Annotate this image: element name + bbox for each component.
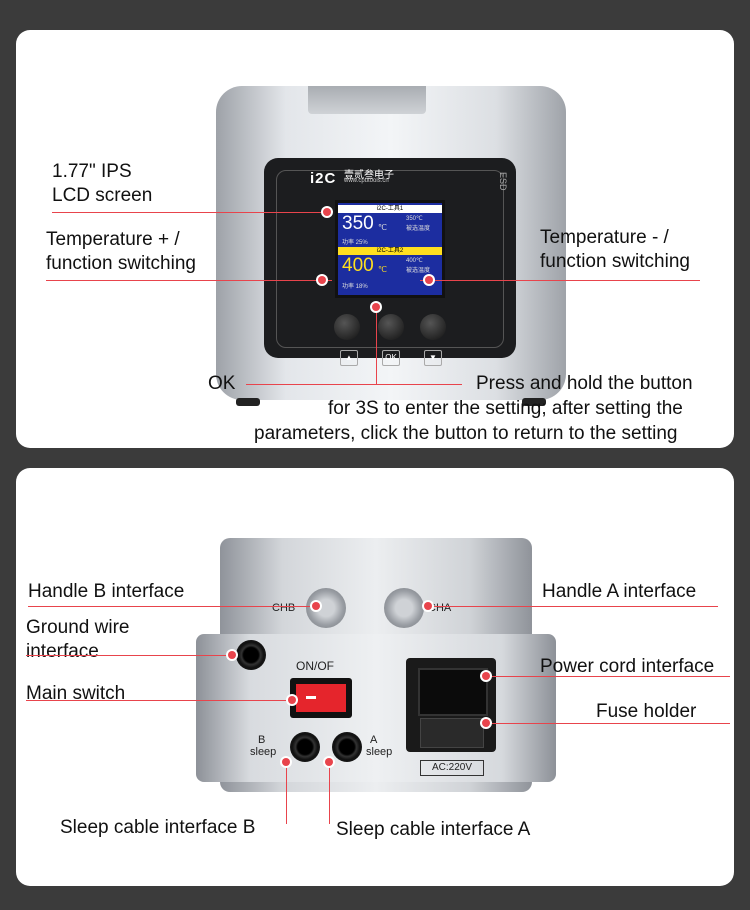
temperature-plus-button[interactable] — [334, 314, 360, 340]
iec-inlet — [418, 668, 488, 716]
handle-a-connector[interactable] — [384, 588, 424, 628]
label-ok: OK — [208, 373, 236, 394]
label-temp-minus-line2: function switching — [540, 251, 690, 272]
marker-temp-minus — [425, 276, 433, 284]
lcd-ch1-unit: ℃ — [378, 223, 387, 232]
label-sleep-a: Sleep cable interface A — [336, 819, 531, 840]
label-press-line3: parameters, click the button to return t… — [254, 423, 678, 444]
leader-sleep-b — [286, 764, 287, 824]
temperature-minus-button[interactable] — [420, 314, 446, 340]
brand-chinese: 壹贰叁电子 — [344, 170, 394, 181]
leader-sleep-a — [329, 764, 330, 824]
label-lcd-line1: 1.77" IPS — [52, 161, 132, 182]
leader-power-cord — [486, 676, 730, 677]
rear-panel: CHB CHA ON/OF B sleep A sleep AC:220V Ha… — [16, 468, 734, 886]
leader-ok-vertical — [376, 310, 377, 384]
up-key-icon: ▲ — [340, 350, 358, 366]
label-ground-line1: Ground wire — [26, 617, 130, 638]
marker-main-switch — [288, 696, 296, 704]
marker-lcd — [323, 208, 331, 216]
leader-ground — [26, 655, 236, 656]
label-power-cord: Power cord interface — [540, 656, 715, 677]
marker-handle-b — [312, 602, 320, 610]
label-temp-plus-line1: Temperature + / — [46, 229, 180, 250]
marker-sleep-a — [325, 758, 333, 766]
leader-handle-a — [428, 606, 718, 607]
lcd-ch1-power: 功率 25% — [342, 240, 368, 246]
lcd-ch2-status: 被选温度 — [406, 268, 431, 274]
brand-logo: i2C — [310, 170, 337, 187]
lcd-ch1-set: 350℃ — [406, 216, 423, 222]
lcd-ch2-unit: ℃ — [378, 265, 387, 274]
switch-rocker — [296, 684, 346, 712]
sleep-b-jack[interactable] — [290, 732, 320, 762]
a-sleep-line1: A — [370, 734, 378, 746]
control-face: i2C 壹贰叁电子 www.cputools.cn ESD i2C-工具1 35… — [264, 158, 516, 366]
front-panel: i2C 壹贰叁电子 www.cputools.cn ESD i2C-工具1 35… — [16, 30, 734, 448]
marker-temp-plus — [318, 276, 326, 284]
power-socket[interactable] — [406, 658, 496, 752]
sleep-a-jack[interactable] — [332, 732, 362, 762]
leader-temp-minus — [420, 280, 700, 281]
lcd-ch1-title: i2C-工具1 — [338, 205, 442, 213]
label-ground-line2: interface — [26, 641, 99, 662]
soldering-station-rear: CHB CHA ON/OF B sleep A sleep AC:220V — [196, 538, 556, 796]
soldering-station-front: i2C 壹贰叁电子 www.cputools.cn ESD i2C-工具1 35… — [216, 86, 566, 406]
b-sleep-line1: B — [258, 734, 266, 746]
marker-ground — [228, 651, 236, 659]
label-handle-b: Handle B interface — [28, 581, 185, 602]
down-key-icon: ▼ — [424, 350, 442, 366]
foot-left — [236, 398, 260, 406]
esd-mark: ESD — [498, 172, 508, 191]
leader-ok — [246, 384, 462, 385]
chb-text: CHB — [272, 602, 296, 614]
marker-power-cord — [482, 672, 490, 680]
leader-main-switch — [26, 700, 290, 701]
foot-right — [522, 398, 546, 406]
label-sleep-b: Sleep cable interface B — [60, 817, 256, 838]
lcd-ch2-title: i2C-工具2 — [338, 247, 442, 255]
ok-button[interactable] — [378, 314, 404, 340]
label-lcd-line2: LCD screen — [52, 185, 153, 206]
label-fuse: Fuse holder — [596, 701, 697, 722]
lcd-ch1-temp: 350 — [342, 213, 374, 234]
lcd-ch2-temp: 400 — [342, 255, 374, 276]
on-off-text: ON/OF — [296, 659, 334, 673]
fuse-drawer[interactable] — [420, 718, 484, 748]
ground-wire-jack[interactable] — [236, 640, 266, 670]
marker-handle-a — [424, 602, 432, 610]
leader-temp-plus — [46, 280, 332, 281]
marker-ok — [372, 303, 380, 311]
marker-fuse — [482, 719, 490, 727]
face-frame — [276, 170, 504, 348]
main-power-switch[interactable] — [290, 678, 352, 718]
leader-fuse — [486, 723, 730, 724]
label-temp-minus-line1: Temperature - / — [540, 227, 669, 248]
brand-url: www.cputools.cn — [344, 178, 389, 184]
a-sleep-line2: sleep — [366, 746, 393, 758]
label-temp-plus-line2: function switching — [46, 253, 196, 274]
lcd-ch2-set: 400℃ — [406, 258, 423, 264]
label-main-switch: Main switch — [26, 683, 126, 704]
ok-key-icon: OK — [382, 350, 400, 366]
label-press-line1: Press and hold the button — [476, 373, 693, 394]
label-press-line2: for 3S to enter the setting; after setti… — [328, 398, 683, 419]
handle-recess — [308, 86, 426, 114]
marker-sleep-b — [282, 758, 290, 766]
lcd-ch2-power: 功率 18% — [342, 284, 368, 290]
label-handle-a: Handle A interface — [542, 581, 697, 602]
leader-handle-b — [28, 606, 314, 607]
switch-mark — [306, 696, 316, 699]
cha-text: CHA — [428, 602, 452, 614]
leader-lcd — [52, 212, 326, 213]
b-sleep-line2: sleep — [250, 746, 277, 758]
lcd-ch1-status: 被选温度 — [406, 226, 431, 232]
voltage-label: AC:220V — [420, 760, 484, 776]
